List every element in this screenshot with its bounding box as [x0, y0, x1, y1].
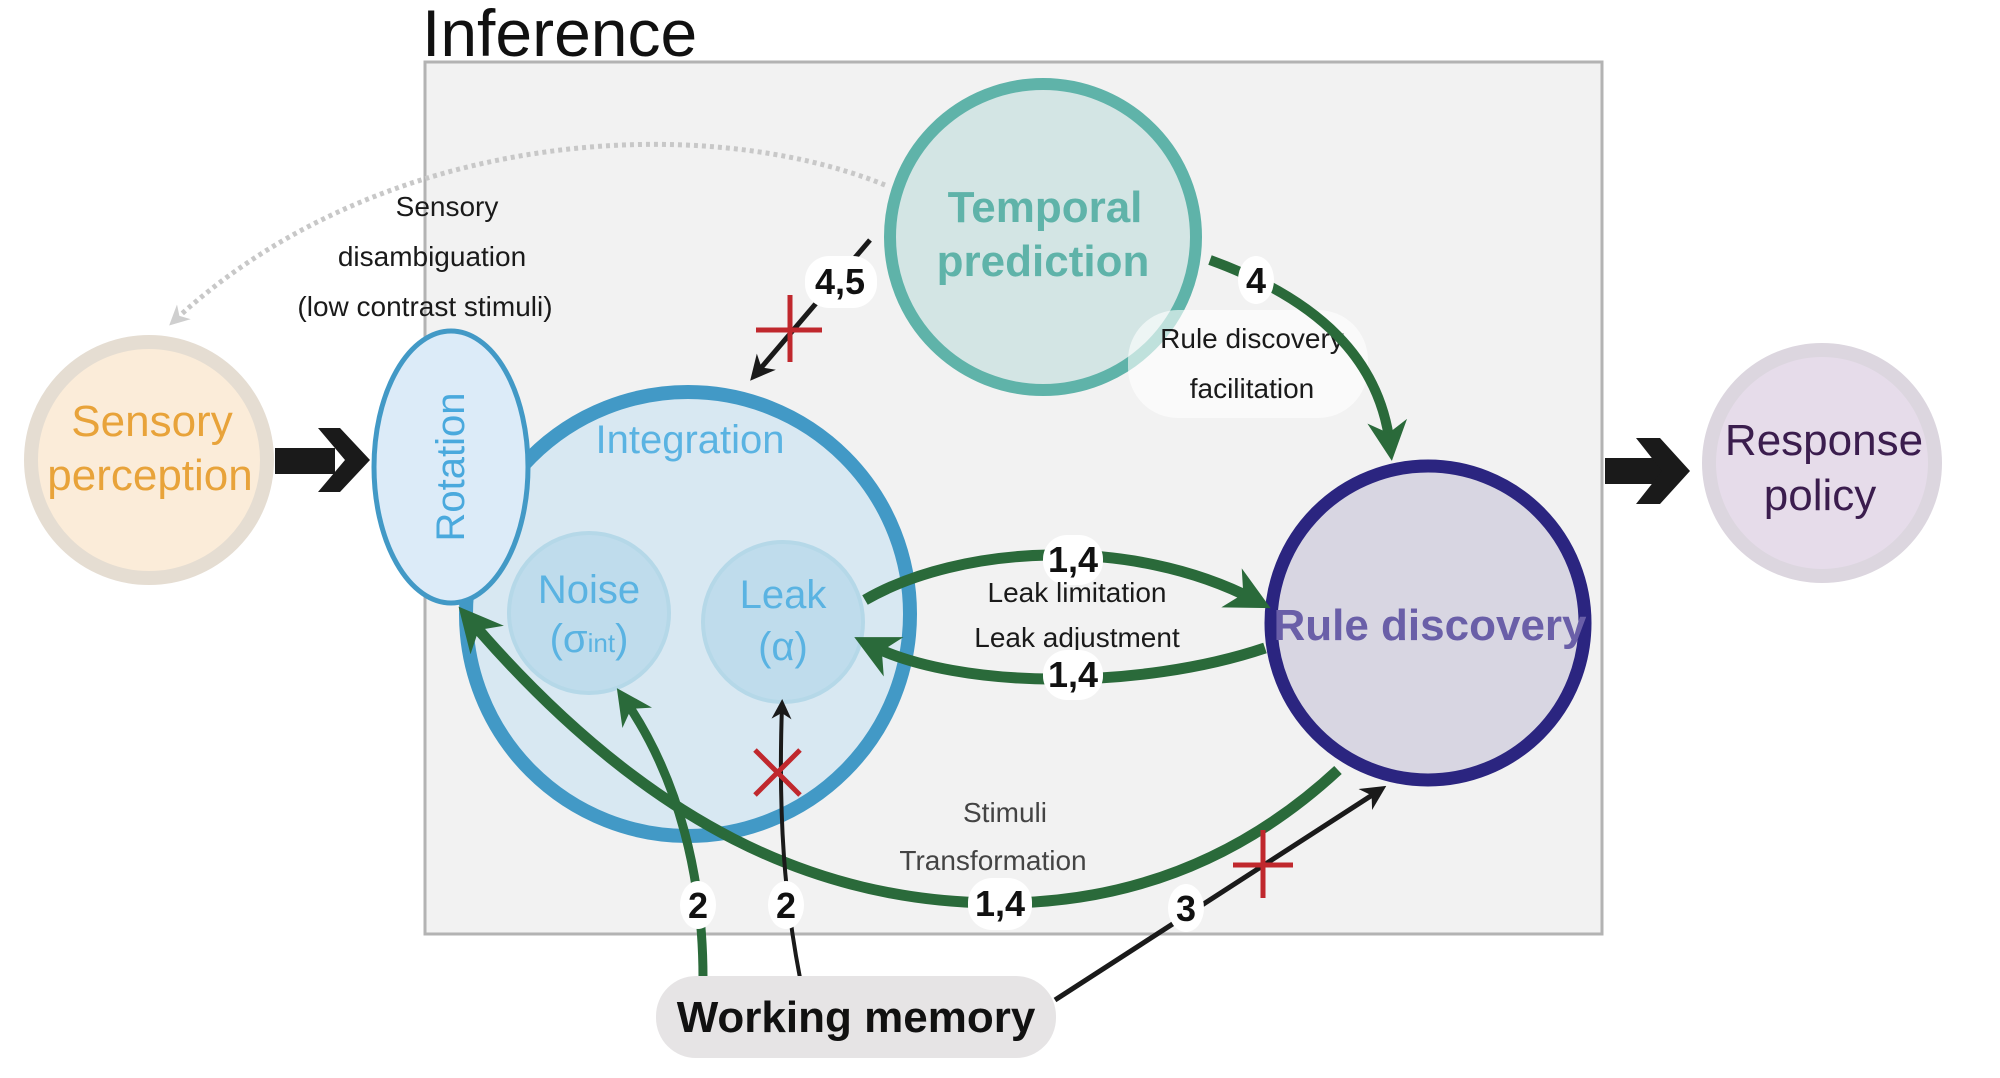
rule-discovery-facilitation-line2: facilitation — [1190, 373, 1315, 404]
response-policy-label-1: Response — [1725, 416, 1923, 465]
stimuli-transformation-line2: Transformation — [899, 845, 1086, 876]
rule-to-rotation-label-bg — [968, 878, 1032, 930]
wm-to-noise-arrow — [616, 688, 708, 979]
rule-to-leak-label-bg — [1043, 650, 1103, 700]
sensory-perception-label-1: Sensory — [71, 397, 232, 446]
wm-to-rule-arrow — [1053, 785, 1387, 1003]
temporal-prediction-label-1: Temporal — [948, 183, 1143, 232]
rule-discovery-node[interactable]: Rule discovery — [1264, 459, 1592, 787]
temporal-prediction-node[interactable]: Temporal prediction — [884, 78, 1202, 396]
response-policy-node[interactable]: Response policy — [1702, 343, 1942, 583]
rule-discovery-label: Rule discovery — [1273, 601, 1587, 650]
rotation-label: Rotation — [429, 393, 473, 542]
blocked-cross-icon — [1233, 830, 1293, 898]
wm-to-rule-label: 3 — [1176, 888, 1196, 929]
wm-to-noise-label-bg — [680, 881, 716, 929]
sensory-disambiguation-line1: Sensory — [396, 191, 499, 222]
rule-to-rotation-label: 1,4 — [975, 883, 1025, 924]
sensory-perception-label-2: perception — [47, 451, 252, 500]
temporal-to-rule-label: 4 — [1246, 260, 1266, 301]
sensory-disambiguation-line3: (low contrast stimuli) — [297, 291, 552, 322]
blocked-cross-icon — [753, 748, 802, 797]
integration-label: Integration — [595, 418, 784, 462]
temporal-to-integration-label-bg — [805, 256, 877, 308]
rule-to-leak-label: 1,4 — [1048, 654, 1098, 695]
wm-to-leak-label-bg — [768, 881, 804, 929]
rule-discovery-facilitation-bubble — [1128, 310, 1368, 418]
rule-discovery-facilitation-line1: Rule discovery — [1160, 323, 1344, 354]
noise-label: Noise — [538, 568, 640, 612]
leak-parameter: (α) — [758, 625, 808, 669]
working-memory-node[interactable]: Working memory — [656, 976, 1056, 1058]
inference-title: Inference — [422, 0, 697, 70]
leak-to-rule-label: 1,4 — [1048, 539, 1098, 580]
wm-to-leak-arrow — [771, 699, 802, 979]
working-memory-label: Working memory — [677, 993, 1036, 1042]
temporal-prediction-label-2: prediction — [937, 237, 1150, 286]
rotation-node[interactable]: Rotation — [371, 328, 531, 606]
leak-label: Leak — [740, 573, 828, 617]
stimuli-transformation-line1: Stimuli — [963, 797, 1047, 828]
blocked-cross-icon — [756, 295, 822, 362]
sensory-to-rotation-arrow — [275, 428, 370, 492]
sensory-disambiguation-line2: disambiguation — [338, 241, 526, 272]
temporal-to-integration-label: 4,5 — [815, 261, 865, 302]
leak-limitation-label: Leak limitation — [988, 577, 1167, 608]
sensory-perception-node[interactable]: Sensory perception — [24, 335, 274, 585]
noise-parameter: (σint) — [550, 617, 629, 661]
leak-adjustment-label: Leak adjustment — [974, 622, 1180, 653]
wm-to-rule-label-bg — [1168, 884, 1204, 932]
response-policy-label-2: policy — [1764, 471, 1877, 520]
wm-to-noise-label: 2 — [688, 885, 708, 926]
wm-to-leak-label: 2 — [776, 885, 796, 926]
temporal-to-rule-label-bg — [1238, 256, 1274, 304]
leak-node[interactable]: Leak (α) — [701, 540, 865, 704]
inference-to-response-arrow — [1605, 438, 1690, 504]
noise-node[interactable]: Noise (σint) — [507, 531, 671, 695]
leak-to-rule-label-bg — [1043, 535, 1103, 585]
sensory-disambiguation-arrow — [169, 141, 886, 326]
rule-to-rotation-arrow — [458, 606, 1342, 909]
